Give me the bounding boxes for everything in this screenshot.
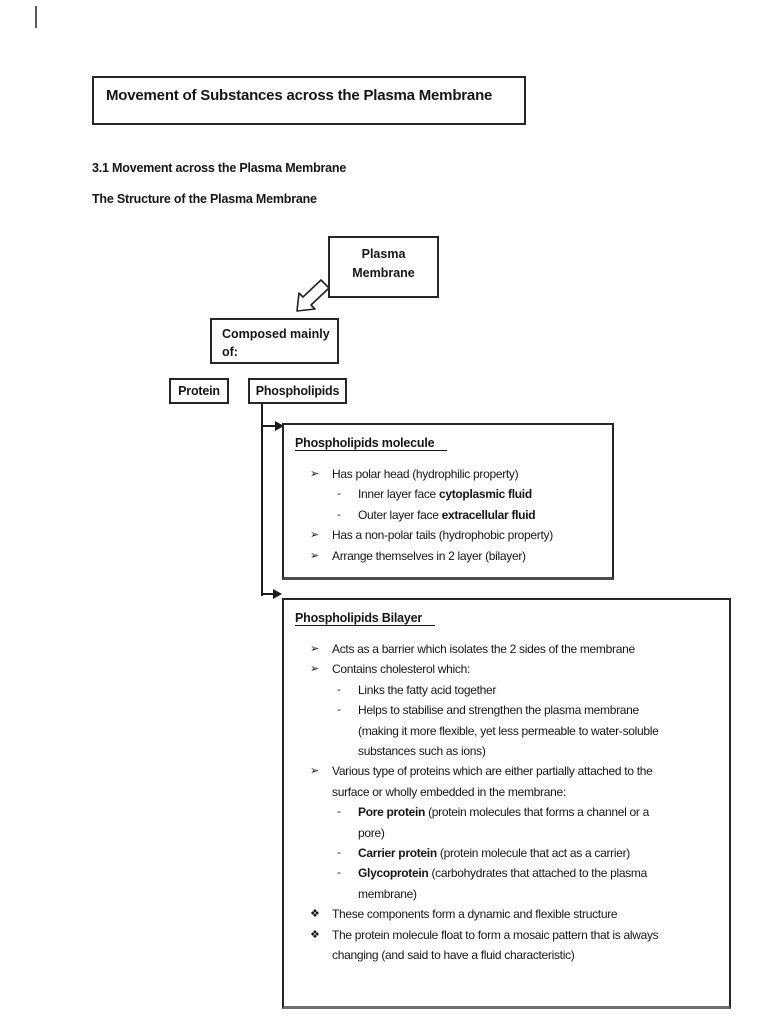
list-item-text: Pore protein (protein molecules that for… [358, 805, 650, 840]
arrowhead-to-molecule-box [275, 420, 284, 431]
node-composed-mainly-of: Composed mainly of: [210, 318, 339, 364]
arrow-bullet: ➢ [310, 548, 319, 562]
node-protein-label: Protein [178, 384, 220, 398]
list-item-text: Outer layer face extracellular fluid [358, 507, 536, 522]
list-item: - Carrier protein (protein molecule that … [284, 843, 729, 863]
list-item-text: Has polar head (hydrophilic property) [332, 467, 519, 481]
title-box: Movement of Substances across the Plasma… [92, 76, 526, 125]
node-plasma-membrane-line2: Membrane [352, 266, 415, 280]
list-item-text: Has a non-polar tails (hydrophobic prope… [332, 528, 553, 543]
arrow-bullet: ➢ [310, 764, 319, 778]
list-item: ➢ Contains cholesterol which: [284, 659, 729, 679]
list-item-text: Various type of proteins which are eithe… [332, 764, 653, 799]
stray-scan-mark [35, 6, 37, 28]
list-item: - Glycoprotein (carbohydrates that attach… [284, 863, 729, 904]
dash-bullet: - [337, 846, 341, 860]
list-item: ➢ Has polar head (hydrophilic property) [284, 464, 612, 484]
list-item: - Outer layer face extracellular fluid [284, 505, 612, 525]
dash-bullet: - [337, 866, 341, 880]
list-item: ❖ The protein molecule float to form a mo… [284, 925, 729, 966]
diamond-bullet: ❖ [310, 907, 320, 921]
list-item: ➢ Has a non-polar tails (hydrophobic prop… [284, 525, 612, 545]
list-item: ❖ These components form a dynamic and fle… [284, 904, 729, 924]
list-item-text: Arrange themselves in 2 layer (bilayer) [332, 548, 526, 563]
phospholipids-molecule-box: Phospholipids molecule ➢ Has polar head (… [282, 423, 614, 580]
node-protein: Protein [169, 378, 229, 404]
node-composed-line1: Composed mainly [222, 327, 330, 341]
dash-bullet: - [337, 805, 341, 819]
molecule-box-title: Phospholipids molecule [295, 436, 448, 451]
list-item: ➢ Acts as a barrier which isolates the 2 … [284, 639, 729, 659]
node-composed-line2: of: [222, 345, 238, 359]
node-phospholipids-label: Phospholipids [255, 384, 340, 398]
subsection-heading: The Structure of the Plasma Membrane [92, 192, 317, 206]
list-item: - Helps to stabilise and strengthen the p… [284, 700, 729, 761]
dash-bullet: - [337, 682, 341, 696]
node-phospholipids: Phospholipids [248, 378, 347, 404]
arrow-bullet: ➢ [310, 642, 319, 655]
block-arrow-down-left [296, 279, 330, 312]
diamond-bullet: ❖ [310, 927, 320, 941]
molecule-box-list: ➢ Has polar head (hydrophilic property) - I… [284, 464, 612, 566]
bilayer-box-list: ➢ Acts as a barrier which isolates the 2 … [284, 639, 729, 966]
list-item: - Links the fatty acid together [284, 680, 729, 700]
connector-branch-2 [261, 593, 275, 595]
phospholipids-bilayer-box: Phospholipids Bilayer ➢ Acts as a barrier… [282, 598, 731, 1009]
list-item: - Inner layer face cytoplasmic fluid [284, 484, 612, 504]
connector-vertical-line [261, 404, 263, 596]
arrow-bullet: ➢ [310, 528, 319, 542]
list-item: ➢ Arrange themselves in 2 layer (bilayer) [284, 546, 612, 566]
connector-branch-1 [261, 425, 277, 427]
list-item-text: Helps to stabilise and strengthen the pl… [358, 703, 659, 759]
list-item-text: The protein molecule float to form a mos… [332, 927, 659, 963]
arrow-bullet: ➢ [310, 662, 319, 676]
dash-bullet: - [337, 703, 341, 717]
arrowhead-to-bilayer-box [273, 588, 282, 599]
list-item-text: Acts as a barrier which isolates the 2 s… [332, 642, 635, 656]
list-item-text: These components form a dynamic and flex… [332, 907, 618, 922]
node-plasma-membrane: Plasma Membrane [328, 236, 439, 298]
list-item: - Pore protein (protein molecules that fo… [284, 802, 729, 843]
list-item: ➢ Various type of proteins which are eith… [284, 761, 729, 802]
dash-bullet: - [337, 487, 341, 501]
arrow-bullet: ➢ [310, 467, 319, 480]
node-plasma-membrane-line1: Plasma [361, 247, 406, 261]
list-item-text: Inner layer face cytoplasmic fluid [358, 487, 532, 502]
list-item-text: Links the fatty acid together [358, 682, 497, 697]
bilayer-box-title: Phospholipids Bilayer [295, 611, 436, 626]
list-item-text: Glycoprotein (carbohydrates that attache… [358, 866, 647, 901]
dash-bullet: - [337, 507, 341, 521]
page-title: Movement of Substances across the Plasma… [106, 87, 493, 104]
section-heading: 3.1 Movement across the Plasma Membrane [92, 161, 347, 175]
list-item-text: Carrier protein (protein molecule that a… [358, 846, 630, 861]
list-item-text: Contains cholesterol which: [332, 662, 470, 677]
